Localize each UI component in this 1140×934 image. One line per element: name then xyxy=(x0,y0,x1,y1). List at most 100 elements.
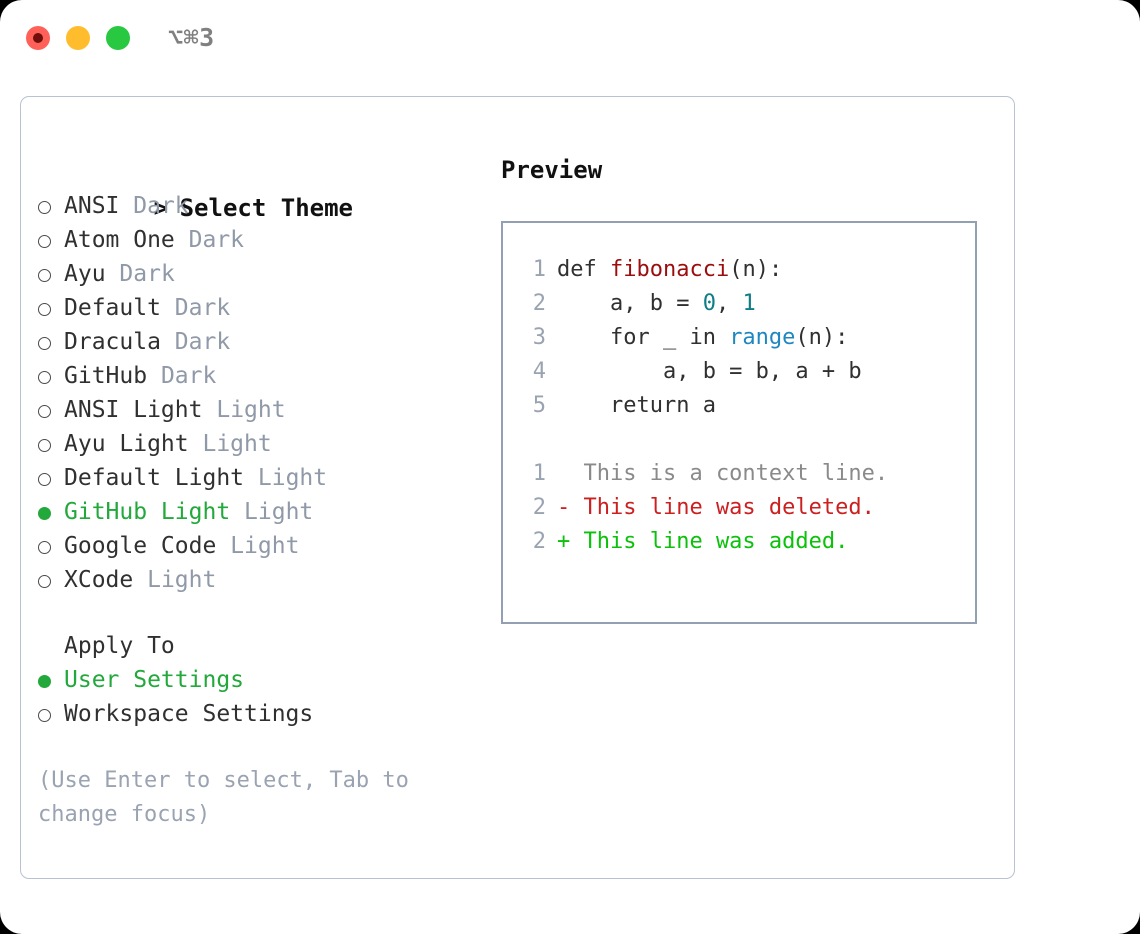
code-token-plain: (n): xyxy=(795,325,849,350)
bullet-shape xyxy=(38,269,51,282)
theme-name-label: GitHub xyxy=(64,363,148,389)
theme-variant-tag: Dark xyxy=(160,363,217,389)
code-line-text: def fibonacci(n): xyxy=(546,253,782,287)
code-token-plain: def xyxy=(557,257,610,282)
line-number: 1 xyxy=(532,257,546,282)
bullet-shape xyxy=(38,575,51,588)
bullet-shape xyxy=(38,507,51,520)
bullet-shape xyxy=(38,303,51,316)
code-line: 3 for _ in range(n): xyxy=(503,321,979,355)
bullet-shape xyxy=(38,541,51,554)
radio-unselected-icon xyxy=(38,189,64,223)
title-bar: ⌥⌘3 xyxy=(0,0,1140,76)
theme-list-item[interactable]: GitHub Dark xyxy=(38,359,478,393)
select-theme-heading: >Select Theme xyxy=(38,151,478,222)
theme-name-label: GitHub Light xyxy=(64,499,231,525)
theme-list-item[interactable]: ANSI Light Light xyxy=(38,393,478,427)
code-token-plain: a, b = xyxy=(557,291,703,316)
theme-variant-tag: Dark xyxy=(174,329,231,355)
radio-unselected-icon xyxy=(38,291,64,325)
bullet-shape xyxy=(38,709,51,722)
code-line-text: a, b = 0, 1 xyxy=(546,287,756,321)
bullet-shape xyxy=(38,235,51,248)
line-number: 1 xyxy=(532,461,546,486)
apply-to-option[interactable]: Workspace Settings xyxy=(38,697,478,731)
preview-title: Preview xyxy=(501,156,603,184)
theme-variant-tag: Light xyxy=(216,397,286,423)
minimize-button[interactable] xyxy=(66,26,90,50)
code-line-text: for _ in range(n): xyxy=(546,321,848,355)
theme-variant-tag: Dark xyxy=(133,193,189,219)
radio-unselected-icon xyxy=(38,529,64,563)
code-token-plain: for _ in xyxy=(557,325,730,350)
theme-name-label: Google Code xyxy=(64,533,217,559)
theme-variant-tag: Dark xyxy=(119,261,175,287)
code-token-plain: return a xyxy=(557,393,716,418)
bullet-shape xyxy=(38,201,51,214)
radio-unselected-icon xyxy=(38,393,64,427)
theme-list-item[interactable]: GitHub Light Light xyxy=(38,495,478,529)
theme-name-label: Ayu Light xyxy=(64,431,189,457)
code-token-plain: a, b = b, a + b xyxy=(557,359,862,384)
apply-to-option-label: Workspace Settings xyxy=(64,701,314,727)
diff-line: 2 + This line was added. xyxy=(503,525,979,559)
theme-list-item[interactable]: Default Light Light xyxy=(38,461,478,495)
line-number: 2 xyxy=(532,291,546,316)
bullet-shape xyxy=(38,439,51,452)
code-line-text: a, b = b, a + b xyxy=(546,355,862,389)
theme-list-item[interactable]: Default Dark xyxy=(38,291,478,325)
theme-list-item[interactable]: Ayu Dark xyxy=(38,257,478,291)
diff-line-text: - This line was deleted. xyxy=(557,495,875,520)
theme-list-item[interactable]: Dracula Dark xyxy=(38,325,478,359)
select-theme-heading-label: Select Theme xyxy=(179,194,353,222)
radio-unselected-icon xyxy=(38,461,64,495)
line-number: 2 xyxy=(532,529,546,554)
code-token-keyword: range xyxy=(729,325,796,350)
code-token-plain: (n): xyxy=(729,257,783,282)
apply-to-option-label: User Settings xyxy=(64,667,245,693)
close-icon xyxy=(33,33,43,43)
apply-to-heading: Apply To xyxy=(64,633,175,659)
bullet-shape xyxy=(38,371,51,384)
radio-unselected-icon xyxy=(38,257,64,291)
code-line: 4 a, b = b, a + b xyxy=(503,355,979,389)
line-number: 4 xyxy=(532,359,546,384)
code-token-function: fibonacci xyxy=(609,257,730,282)
keyboard-hint-text: (Use Enter to select, Tab to change focu… xyxy=(38,768,409,827)
code-token-number: 1 xyxy=(742,291,756,316)
diff-line: 2- This line was deleted. xyxy=(503,491,979,525)
theme-variant-tag: Light xyxy=(257,465,328,491)
theme-name-label: ANSI xyxy=(64,193,120,219)
radio-unselected-icon xyxy=(38,697,64,731)
bullet-shape xyxy=(38,675,51,688)
bullet-shape xyxy=(38,405,51,418)
diff-line-text: + This line was added. xyxy=(557,529,849,554)
theme-variant-tag: Light xyxy=(202,431,272,457)
close-button[interactable] xyxy=(26,26,50,50)
radio-unselected-icon xyxy=(38,223,64,257)
theme-variant-tag: Light xyxy=(244,499,314,525)
line-number: 5 xyxy=(532,393,546,418)
maximize-button[interactable] xyxy=(106,26,130,50)
radio-unselected-icon xyxy=(38,427,64,461)
theme-list-item[interactable]: Atom One Dark xyxy=(38,223,478,257)
theme-name-label: ANSI Light xyxy=(64,397,203,423)
theme-name-label: Atom One xyxy=(64,227,175,253)
theme-list-item[interactable]: XCode Light xyxy=(38,563,478,597)
theme-list-item[interactable]: ANSI Dark xyxy=(38,189,478,223)
theme-variant-tag: Dark xyxy=(188,227,245,253)
theme-list-item[interactable]: Ayu Light Light xyxy=(38,427,478,461)
apply-to-option[interactable]: User Settings xyxy=(38,663,478,697)
diff-line-text: This is a context line. xyxy=(557,461,889,486)
radio-unselected-icon xyxy=(38,563,64,597)
diff-line: 1 This is a context line. xyxy=(503,457,979,491)
theme-list-item[interactable]: Google Code Light xyxy=(38,529,478,563)
